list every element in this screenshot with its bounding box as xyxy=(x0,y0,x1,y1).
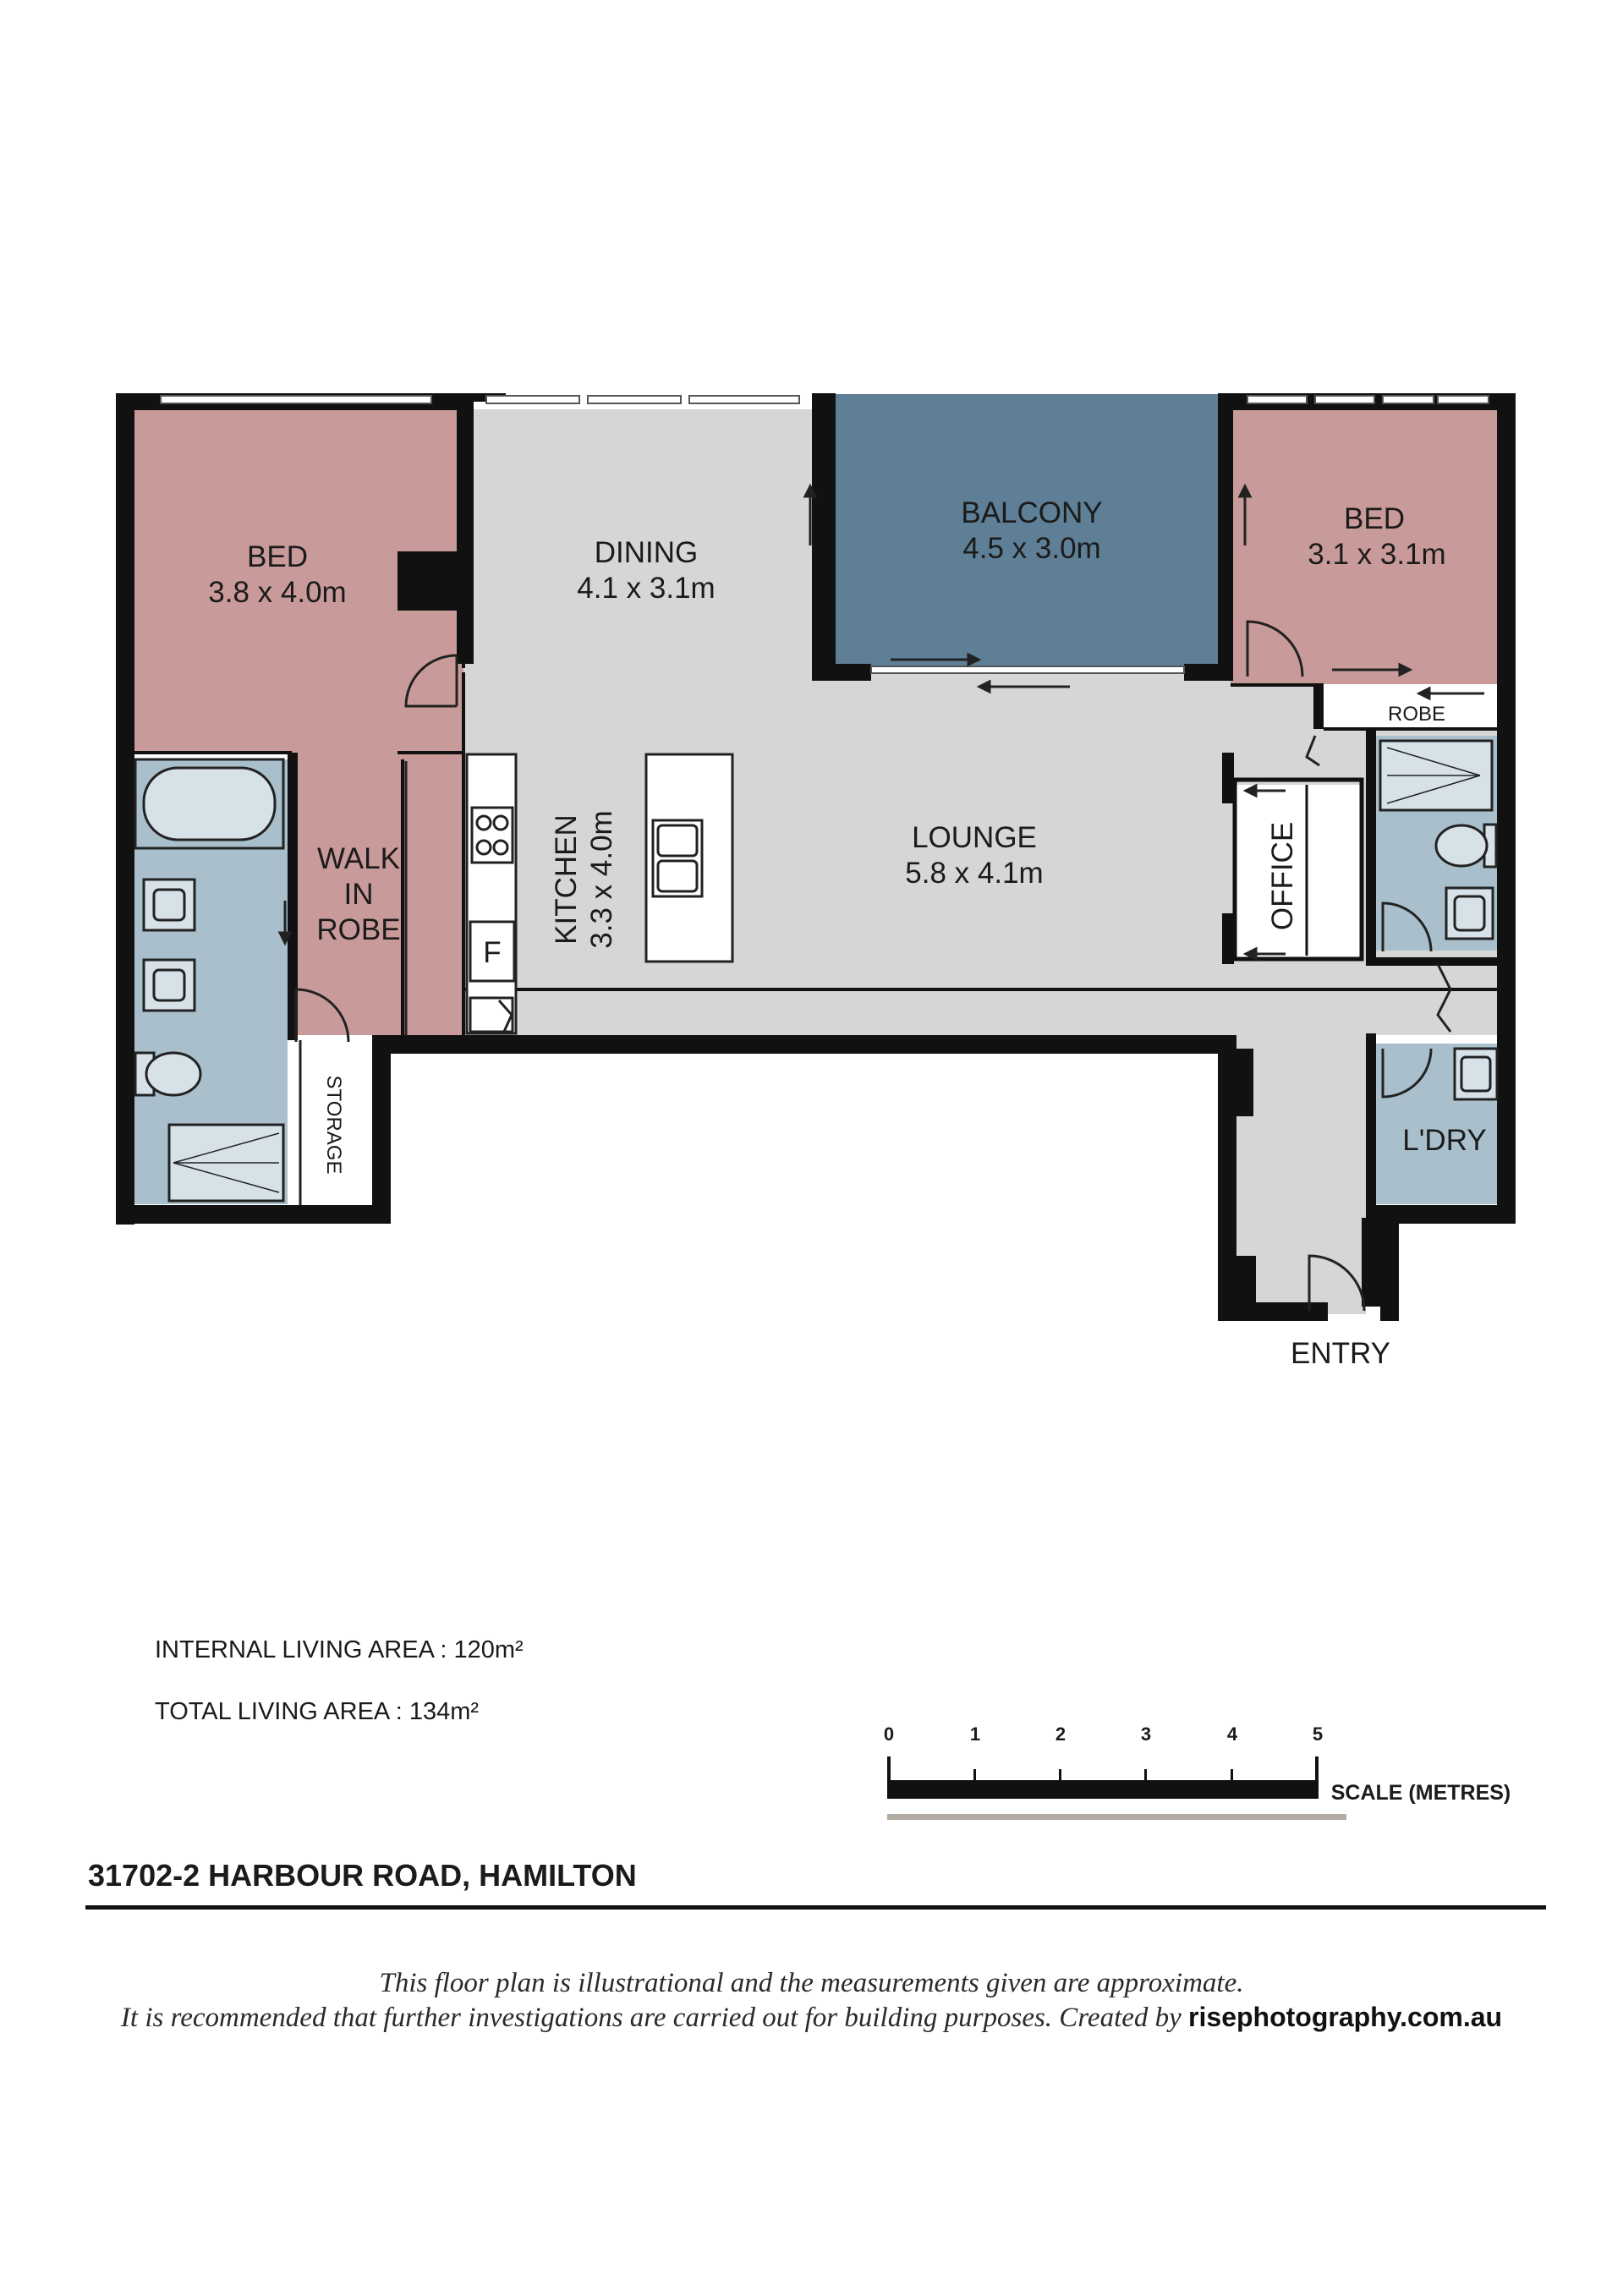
bed2-fill xyxy=(1231,409,1498,684)
disclaimer-text: It is recommended that further investiga… xyxy=(120,2003,1182,2033)
windows xyxy=(160,395,1489,674)
disclaimer-line-2: It is recommended that further investiga… xyxy=(0,2002,1623,2034)
walk-in-robe-line1: WALK xyxy=(317,842,400,875)
property-address: 31702-2 HARBOUR ROAD, HAMILTON xyxy=(88,1858,637,1893)
scale-tick-3: 3 xyxy=(1141,1723,1151,1745)
walls xyxy=(116,393,1516,1321)
laundry-tub xyxy=(1453,1047,1499,1101)
robe-label: ROBE xyxy=(1388,703,1445,726)
scale-tick-2: 2 xyxy=(1055,1723,1066,1745)
bathroom-toilet xyxy=(1434,823,1498,869)
balcony-fill xyxy=(833,394,1218,669)
kitchen-size: 3.3 x 4.0m xyxy=(585,810,618,948)
bathroom-basin xyxy=(1445,886,1494,940)
sliding-door-arrows xyxy=(277,483,1484,962)
lounge-name: LOUNGE xyxy=(912,821,1037,854)
kitchen-bench xyxy=(465,753,518,1035)
scale-label: SCALE (METRES) xyxy=(1331,1781,1511,1805)
ensuite-shower xyxy=(167,1123,285,1203)
bed1-size: 3.8 x 4.0m xyxy=(208,576,346,609)
office-label: OFFICE xyxy=(1266,822,1299,930)
kitchen-island xyxy=(644,753,734,963)
storage-label: STORAGE xyxy=(322,1076,345,1175)
internal-area-label: INTERNAL LIVING AREA : xyxy=(155,1636,447,1663)
bed2-name: BED xyxy=(1344,502,1405,535)
balcony-size: 4.5 x 3.0m xyxy=(962,532,1100,565)
entry-label: ENTRY xyxy=(1291,1337,1390,1370)
total-area-value: 134m² xyxy=(408,1698,480,1725)
scale-tick-5: 5 xyxy=(1313,1723,1323,1745)
ensuite-basins xyxy=(142,878,196,1012)
balcony-name: BALCONY xyxy=(961,496,1102,529)
laundry-label: L'DRY xyxy=(1402,1124,1486,1157)
total-area-label: TOTAL LIVING AREA : xyxy=(155,1698,403,1725)
disclaimer-line-1: This floor plan is illustrational and th… xyxy=(379,1968,1244,1998)
bed2-size: 3.1 x 3.1m xyxy=(1308,538,1445,571)
dining-size: 4.1 x 3.1m xyxy=(577,572,715,605)
wall-lines xyxy=(132,409,1498,1035)
bathtub xyxy=(134,758,285,850)
robe-fittings xyxy=(299,761,408,1205)
total-living-area: TOTAL LIVING AREA : 134m² xyxy=(155,1698,479,1726)
bed1-name: BED xyxy=(247,540,308,573)
kitchen-name: KITCHEN xyxy=(550,814,583,945)
walk-in-robe-line2: IN xyxy=(344,878,374,911)
scale-tick-4: 4 xyxy=(1227,1723,1238,1745)
ensuite-toilet xyxy=(134,1051,202,1097)
office-fill xyxy=(1235,785,1362,959)
fridge-label: F xyxy=(483,936,501,969)
walk-in-robe-line3: ROBE xyxy=(316,913,400,946)
scale-tick-1: 1 xyxy=(970,1723,980,1745)
lounge-size: 5.8 x 4.1m xyxy=(905,857,1043,890)
brand-link[interactable]: risephotography.com.au xyxy=(1188,2002,1503,2032)
address-divider xyxy=(85,1905,1546,1910)
scale-bar: 0 1 2 3 4 5 SCALE (METRES) xyxy=(884,1723,1511,1820)
scale-tick-0: 0 xyxy=(884,1723,894,1745)
dining-name: DINING xyxy=(595,536,699,569)
storage-fill xyxy=(296,1044,374,1204)
bathroom-shower xyxy=(1379,739,1494,812)
internal-living-area: INTERNAL LIVING AREA : 120m² xyxy=(155,1636,524,1664)
internal-area-value: 120m² xyxy=(453,1636,524,1663)
walk-in-robe-fill xyxy=(289,753,463,1035)
doors xyxy=(294,620,1452,1312)
